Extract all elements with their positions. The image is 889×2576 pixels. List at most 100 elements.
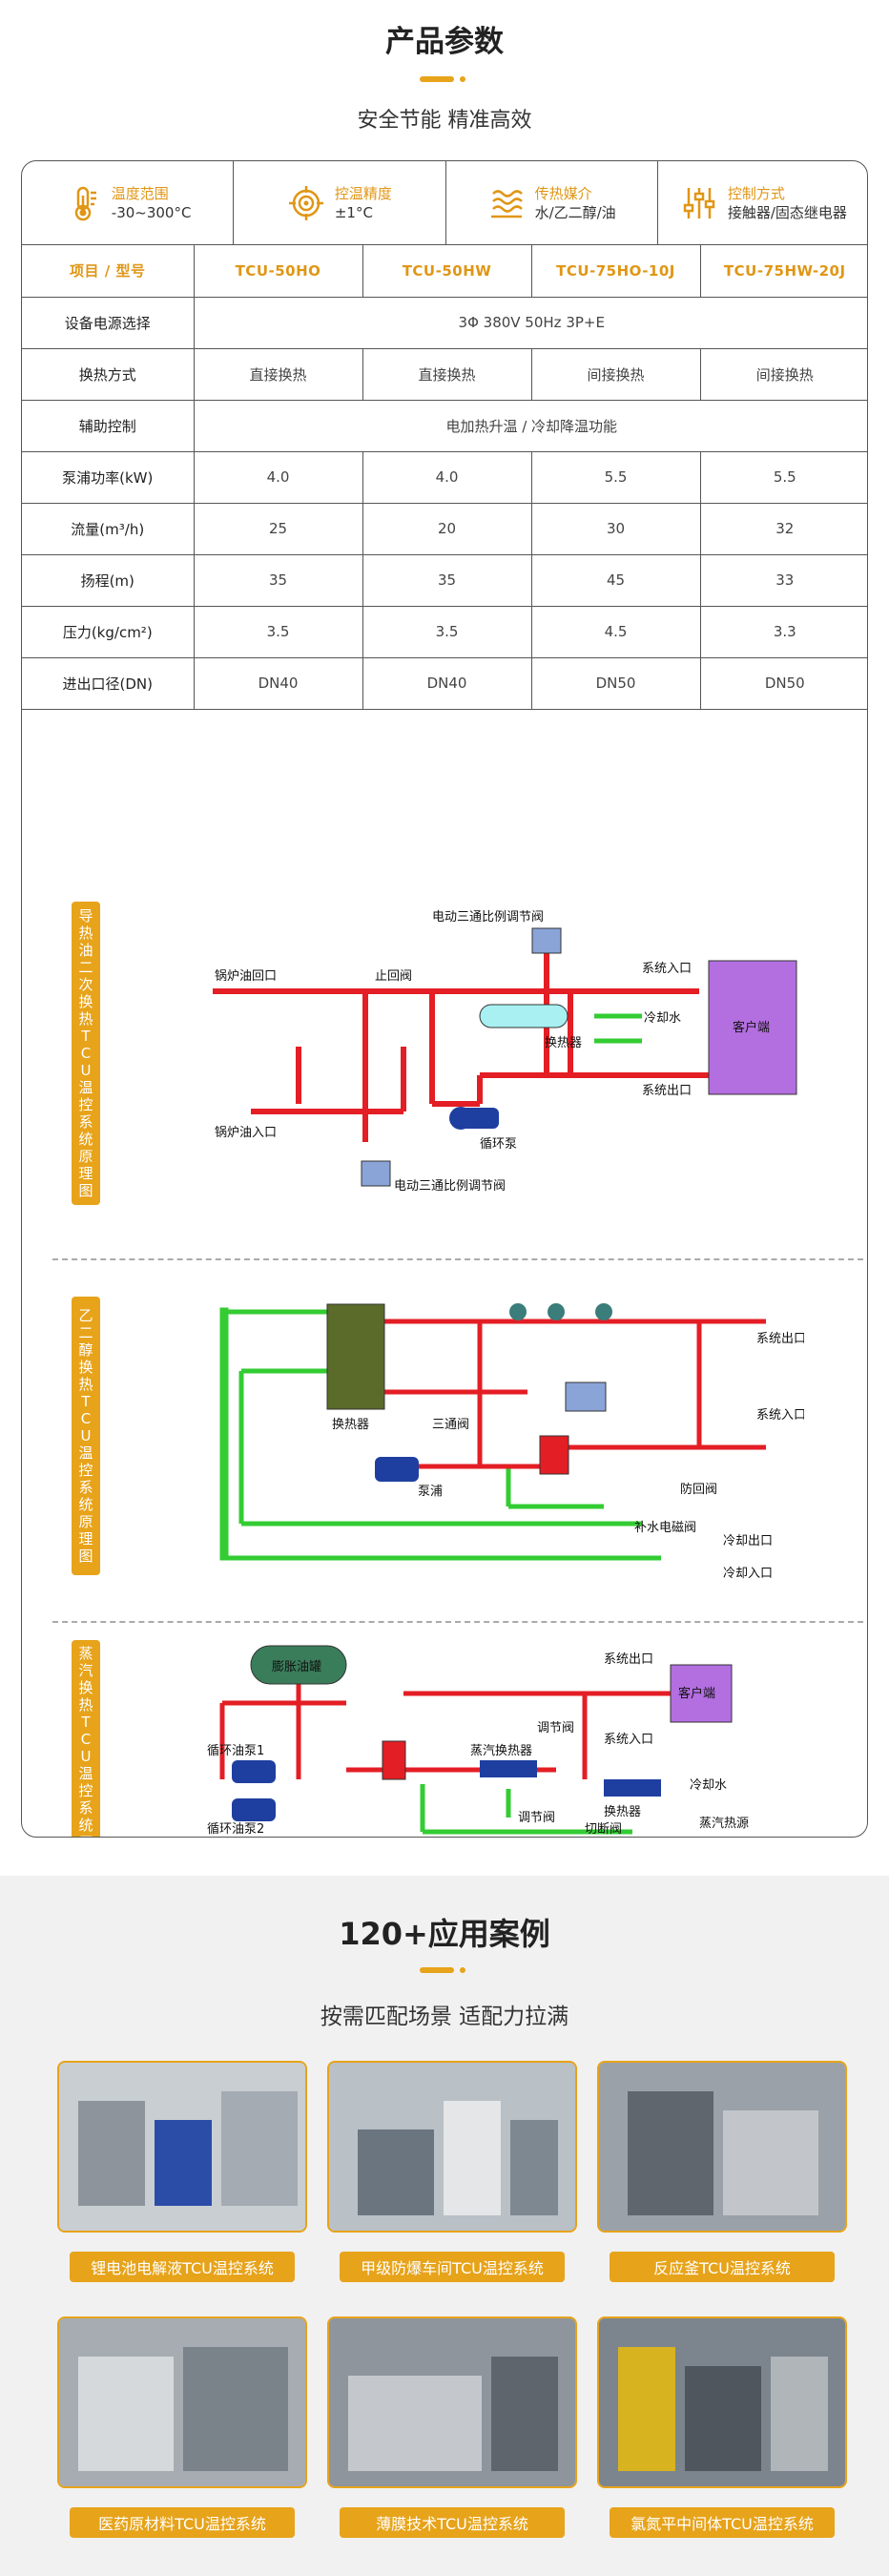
customer-block: [708, 960, 797, 1095]
customer-block: [670, 1664, 733, 1723]
diagram-label: 系统出口: [756, 1332, 804, 1346]
sliders-icon: [683, 187, 715, 218]
table-cell: 直接换热: [362, 347, 532, 401]
case-card[interactable]: 医药原材料TCU温控系统: [57, 2316, 307, 2538]
title-underline: [420, 1967, 469, 1973]
pump-shape: [232, 1760, 276, 1783]
case-card[interactable]: 甲级防爆车间TCU温控系统: [327, 2061, 577, 2282]
case-label: 锂电池电解液TCU温控系统: [70, 2252, 295, 2282]
row-label: 扬程(m): [22, 553, 195, 607]
table-cell: 5.5: [699, 450, 867, 504]
pump-shape: [232, 1798, 276, 1821]
case-card[interactable]: 薄膜技术TCU温控系统: [327, 2316, 577, 2538]
cases-subtitle: 按需匹配场景 适配力拉满: [320, 2005, 569, 2029]
case-photo: [597, 2061, 847, 2233]
table-header-cell: TCU-75HW-20J: [699, 245, 867, 298]
cases-section: 120+应用案例 按需匹配场景 适配力拉满 锂电池电解液TCU温控系统 甲级防爆…: [0, 1876, 889, 2576]
table-cell: 3.5: [362, 605, 532, 658]
diagram-label: 锅炉油回口: [215, 968, 277, 984]
table-row: 扬程(m) 35 35 45 33: [22, 553, 867, 607]
table-cell: 3.3: [699, 605, 867, 658]
table-header-cell: TCU-50HW: [362, 245, 532, 298]
table-cell: 间接换热: [530, 347, 701, 401]
table-row: 辅助控制 电加热升温 / 冷却降温功能: [22, 399, 867, 452]
diagram-label: 循环泵: [480, 1137, 517, 1152]
feature-value: 水/乙二醇/油: [534, 203, 616, 221]
title-underline: [420, 76, 469, 82]
table-cell: 20: [362, 502, 532, 555]
table-cell: 5.5: [530, 450, 701, 504]
diagram-label: 客户端: [733, 1020, 770, 1035]
table-cell: 3.5: [193, 605, 363, 658]
diagram-label: 调节阀: [537, 1721, 574, 1735]
diagram-2-title: 乙二醇换热TCU温控系统原理图: [72, 1297, 100, 1575]
table-cell: 电加热升温 / 冷却降温功能: [193, 399, 867, 452]
case-card[interactable]: 氯氮平中间体TCU温控系统: [597, 2316, 847, 2538]
table-header-cell: TCU-50HO: [193, 245, 363, 298]
diagram-label: 客户端: [678, 1686, 715, 1701]
table-row: 压力(kg/cm²) 3.5 3.5 4.5 3.3: [22, 605, 867, 658]
valve-actuator: [361, 1160, 391, 1187]
case-label: 甲级防爆车间TCU温控系统: [340, 2252, 565, 2282]
table-cell: DN40: [362, 656, 532, 710]
case-card[interactable]: 锂电池电解液TCU温控系统: [57, 2061, 307, 2282]
table-cell: 3Φ 380V 50Hz 3P+E: [193, 296, 867, 349]
table-cell: 间接换热: [699, 347, 867, 401]
diagram-label: 锅炉油入口: [215, 1125, 277, 1140]
diagram-label: 冷却水: [644, 1011, 681, 1026]
diagram-3-title: 蒸汽换热TCU温控系统原理图: [72, 1640, 100, 1837]
table-row: 设备电源选择 3Φ 380V 50Hz 3P+E: [22, 296, 867, 349]
diagram-label: 补水电磁阀: [634, 1521, 696, 1535]
feature-label: 传热媒介: [534, 184, 592, 202]
feature-label: 控温精度: [334, 184, 392, 202]
diagram-label: 止回阀: [375, 969, 412, 984]
thermometer-icon: [74, 186, 96, 220]
page-title: 产品参数: [385, 25, 504, 59]
diagram-label: 切断阀: [585, 1822, 622, 1837]
table-row: 流量(m³/h) 25 20 30 32: [22, 502, 867, 555]
row-label: 换热方式: [22, 347, 195, 401]
plate-exchanger-shape: [326, 1303, 385, 1410]
spec-card: 温度范围 -30~300°C 控温精度 ±1°C: [21, 160, 868, 1838]
diagram-1-title: 导热油二次换热TCU温控系统原理图: [72, 902, 100, 1205]
schematics-area: 导热油二次换热TCU温控系统原理图: [22, 713, 867, 1837]
case-label: 薄膜技术TCU温控系统: [340, 2507, 565, 2538]
diagram-label: 防回阀: [680, 1482, 717, 1497]
diagram-label: 冷却入口: [723, 1567, 773, 1581]
table-cell: 33: [699, 553, 867, 607]
case-label: 医药原材料TCU温控系统: [70, 2507, 295, 2538]
row-label: 进出口径(DN): [22, 656, 195, 710]
feature-temperature-range: 温度范围 -30~300°C: [22, 161, 235, 244]
diagram-label: 换热器: [604, 1805, 641, 1819]
diagram-label: 泵浦: [418, 1485, 443, 1499]
diagram-label: 系统入口: [642, 962, 692, 976]
table-cell: 4.0: [362, 450, 532, 504]
table-cell: 32: [699, 502, 867, 555]
heat-wave-icon: [490, 189, 523, 218]
diagram-3-schematic: 膨胀油罐 客户端 系统出口 调节阀 系统入口 蒸汽换热器 换热器 冷却水 循环油…: [207, 1645, 749, 1837]
feature-control: 控制方式 接触器/固态继电器: [658, 161, 867, 244]
pump-shape: [375, 1457, 419, 1482]
row-label: 流量(m³/h): [22, 502, 195, 555]
table-cell: 25: [193, 502, 363, 555]
section-divider: [52, 1258, 863, 1260]
heat-exchanger-shape: [479, 1004, 569, 1028]
diagram-label: 系统入口: [604, 1733, 653, 1747]
valve-actuator: [531, 927, 562, 954]
case-card[interactable]: 反应釜TCU温控系统: [597, 2061, 847, 2282]
case-photo: [57, 2316, 307, 2488]
case-photo: [327, 2061, 577, 2233]
feature-precision: 控温精度 ±1°C: [234, 161, 446, 244]
table-header-cell: TCU-75HO-10J: [530, 245, 701, 298]
diagram-label: 系统出口: [604, 1652, 653, 1667]
expansion-tank-shape: [250, 1645, 347, 1685]
table-cell: DN40: [193, 656, 363, 710]
feature-medium: 传热媒介 水/乙二醇/油: [446, 161, 658, 244]
table-cell: DN50: [530, 656, 701, 710]
feature-value: ±1°C: [334, 203, 373, 221]
page-subtitle: 安全节能 精准高效: [357, 109, 532, 133]
diagram-label: 电动三通比例调节阀: [432, 910, 544, 924]
diagram-label: 蒸汽换热器: [470, 1744, 532, 1758]
table-row: 泵浦功率(kW) 4.0 4.0 5.5 5.5: [22, 450, 867, 504]
table-row: 换热方式 直接换热 直接换热 间接换热 间接换热: [22, 347, 867, 401]
